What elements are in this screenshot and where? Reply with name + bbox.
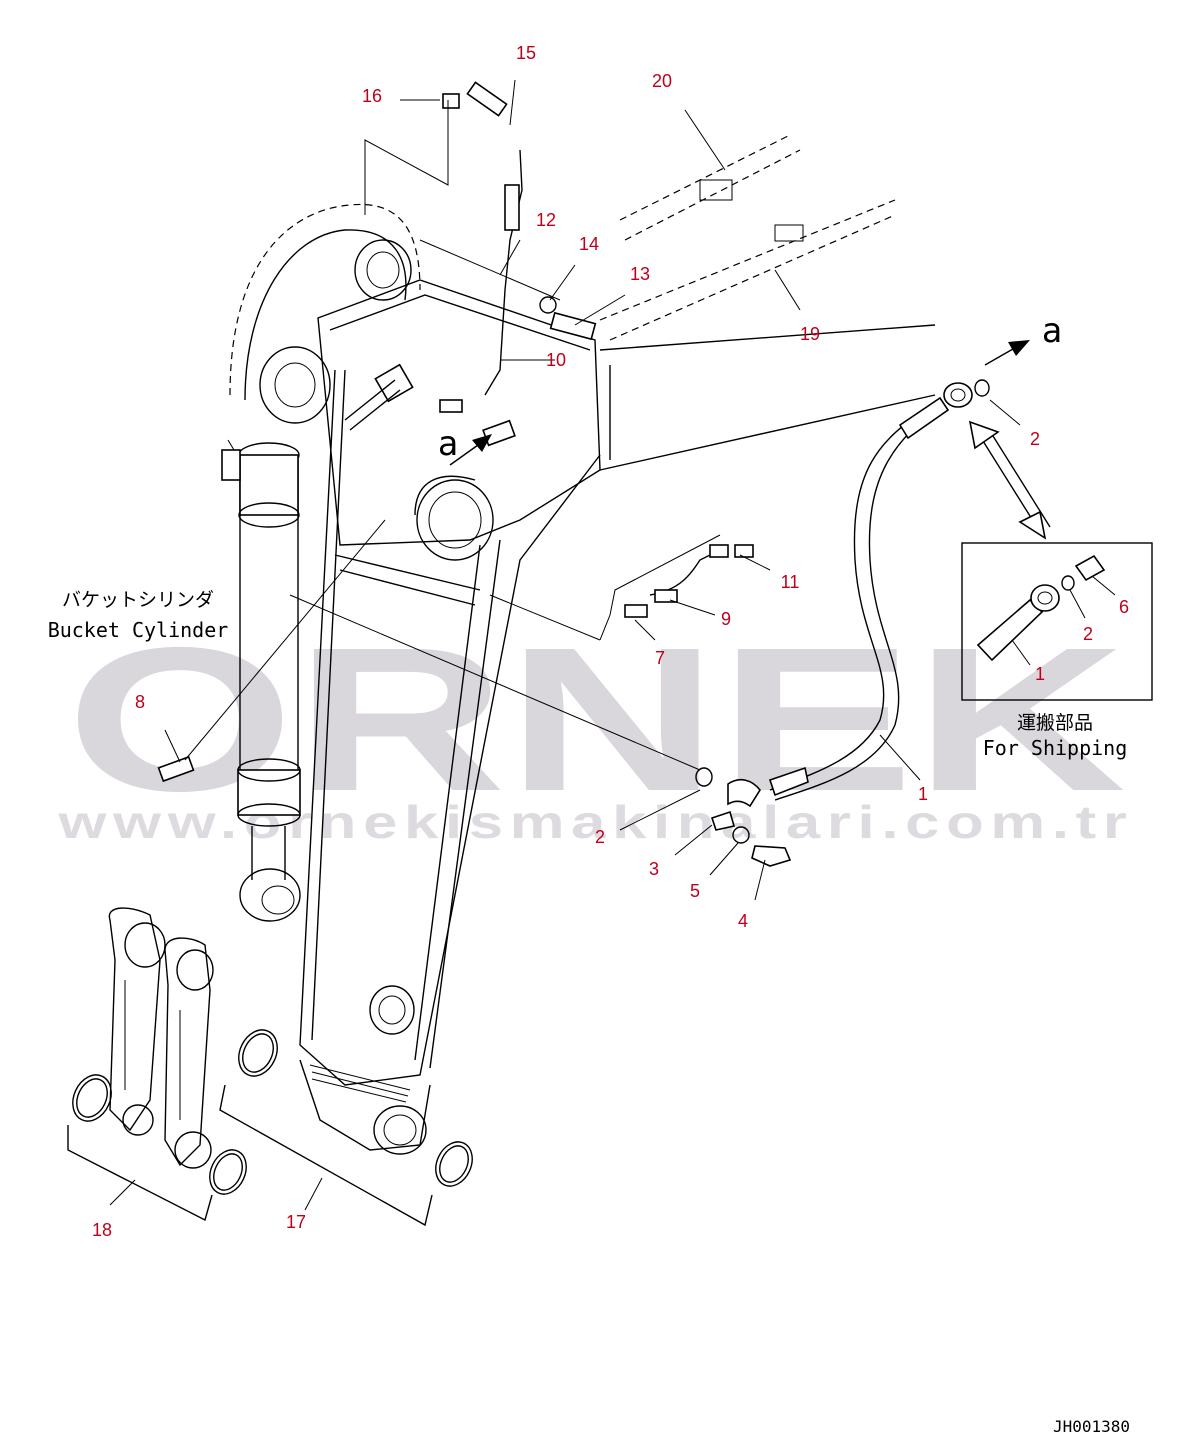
bucket-links <box>108 907 214 1169</box>
callout-20: 20 <box>652 71 672 91</box>
callout-11: 11 <box>781 572 800 592</box>
bucket-cylinder-en-label: Bucket Cylinder <box>48 618 229 642</box>
callout-16: 16 <box>362 86 382 106</box>
callout-5: 5 <box>690 881 700 901</box>
bucket-cylinder-jp-label: バケットシリンダ <box>62 589 214 611</box>
callout-6: 6 <box>1119 597 1129 617</box>
callout-9: 9 <box>721 609 731 629</box>
view-a-arrows <box>449 340 1030 466</box>
watermark-url: www.ornekismakinalari.com.tr <box>57 796 1133 848</box>
view-a-label-right: a <box>1042 311 1062 351</box>
callout-12: 12 <box>536 210 556 230</box>
view-a-label-left: a <box>438 424 458 464</box>
callout-2: 2 <box>1083 624 1093 644</box>
shipping-arrow <box>968 420 1051 540</box>
grease-hose <box>695 379 990 867</box>
drawing-code: JH001380 <box>1053 1417 1130 1436</box>
callout-2: 2 <box>595 827 605 847</box>
text-labels: バケットシリンダ Bucket Cylinder 運搬部品 For Shippi… <box>48 311 1130 1436</box>
for-shipping-en-label: For Shipping <box>983 736 1128 760</box>
for-shipping-jp-label: 運搬部品 <box>1017 712 1093 734</box>
callout-14: 14 <box>579 234 599 254</box>
callout-17: 17 <box>286 1212 306 1232</box>
callout-1: 1 <box>918 784 928 804</box>
shipping-box <box>961 542 1153 701</box>
bucket-cylinder <box>221 439 301 922</box>
o-rings <box>67 1029 473 1227</box>
callout-19: 19 <box>800 324 820 344</box>
callout-numbers: 1 1 2 2 2 3 4 5 6 7 8 9 10 11 12 13 14 1… <box>92 43 1129 1240</box>
callout-2: 2 <box>1030 429 1040 449</box>
callout-4: 4 <box>738 911 748 931</box>
callout-10: 10 <box>546 350 566 370</box>
leader-lines <box>164 79 1021 901</box>
callout-8: 8 <box>135 692 145 712</box>
callout-3: 3 <box>649 859 659 879</box>
callout-7: 7 <box>655 648 665 668</box>
callout-18: 18 <box>92 1220 112 1240</box>
callout-1: 1 <box>1035 664 1045 684</box>
callout-15: 15 <box>516 43 536 63</box>
boom-outline <box>599 134 896 341</box>
callout-13: 13 <box>630 264 650 284</box>
arm-body <box>229 203 936 1155</box>
grease-pipes <box>157 81 754 783</box>
